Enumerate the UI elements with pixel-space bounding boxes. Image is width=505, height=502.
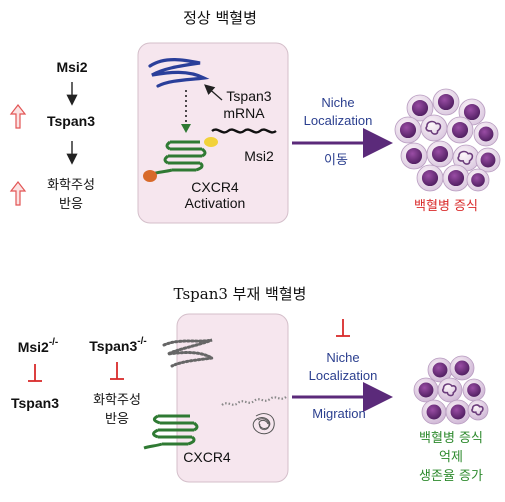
- bottom-migration-label: Migration: [312, 406, 365, 421]
- cell-nucleus: [463, 103, 481, 121]
- top-migration-label: 이동: [324, 153, 348, 168]
- cell-nucleus: [480, 152, 496, 168]
- tspan3-ko-name: Tspan3: [89, 338, 137, 354]
- cell-nucleus: [425, 120, 442, 135]
- leukemia-cell: [420, 114, 448, 142]
- cell-nucleus: [471, 404, 484, 416]
- top-niche-label: Niche: [321, 95, 354, 110]
- chemotaxis-line2: 반응: [59, 197, 83, 212]
- activation-label: Activation: [185, 195, 246, 211]
- cell-nucleus: [426, 404, 442, 420]
- top-panel-title: 정상 백혈병: [183, 9, 257, 27]
- translation-arrowhead: [181, 124, 191, 133]
- bottom-chemotaxis-line1: 화학주성: [93, 393, 141, 408]
- chemotaxis-up-arrow-icon: [9, 181, 27, 206]
- tspan3-up-arrow-icon: [9, 104, 27, 129]
- mrna-label-line1: Tspan3: [226, 88, 271, 104]
- cell-nucleus: [457, 150, 474, 165]
- bottom-cell-cluster: [413, 355, 489, 425]
- ligand-orange: [143, 170, 157, 182]
- tspan3-label: Tspan3: [47, 113, 95, 129]
- mrna-label-line2: mRNA: [223, 105, 265, 121]
- bottom-cxcr4-label: CXCR4: [183, 449, 231, 465]
- top-cell-cluster: [394, 88, 501, 192]
- cell-nucleus: [447, 169, 465, 187]
- mrna-to-squiggle-arrow: [204, 84, 223, 101]
- cell-nucleus: [478, 126, 494, 142]
- cxcr4-label: CXCR4: [191, 179, 239, 195]
- tspan3-ko-sup: -/-: [137, 336, 146, 347]
- tspan3-inhibition-icon: [110, 362, 124, 380]
- tspan3-ko-label: Tspan3-/-: [89, 336, 146, 354]
- cell-nucleus: [451, 121, 469, 139]
- cell-nucleus: [432, 362, 448, 378]
- msi2-inhibition-icon: [28, 364, 42, 382]
- cell-nucleus: [411, 99, 429, 117]
- msi2-label: Msi2: [56, 59, 87, 75]
- aggregated-protein-icon: [252, 413, 275, 435]
- cell-nucleus: [405, 147, 423, 165]
- msi2-ko-name: Msi2: [18, 339, 49, 355]
- msi2-ko-sup: -/-: [49, 337, 58, 348]
- cell-nucleus: [418, 382, 434, 398]
- chemotaxis-line1: 화학주성: [47, 178, 95, 193]
- bottom-cxcr4-receptor-coil: [152, 414, 199, 446]
- msi2-protein-squiggle: [211, 128, 277, 134]
- degraded-mrna-squiggle: [162, 338, 217, 368]
- msi2-ko-label: Msi2-/-: [18, 337, 59, 355]
- tspan3-mrna-squiggle: [148, 58, 210, 88]
- bottom-localization-label: Localization: [309, 368, 378, 383]
- cell-nucleus: [471, 173, 485, 187]
- top-cell-box: [137, 42, 289, 224]
- bottom-outcome-line2: 억제: [439, 450, 463, 465]
- cell-nucleus: [467, 383, 481, 397]
- msi2-cell-label: Msi2: [244, 148, 274, 164]
- cell-nucleus: [421, 169, 439, 187]
- bottom-panel-title: Tspan3 부재 백혈병: [174, 285, 307, 303]
- bottom-outcome-line3: 생존율 증가: [419, 469, 483, 484]
- bottom-niche-label: Niche: [326, 350, 359, 365]
- niche-inhibition-icon: [336, 319, 350, 337]
- cell-nucleus: [437, 93, 455, 111]
- cell-nucleus: [450, 404, 466, 420]
- tspan3-target-label: Tspan3: [11, 395, 59, 411]
- degraded-protein-squiggle: [221, 396, 287, 406]
- cell-nucleus: [454, 360, 470, 376]
- leukemia-cell: [437, 377, 463, 403]
- top-outcome-label: 백혈병 증식: [414, 199, 478, 214]
- bottom-chemotaxis-line2: 반응: [105, 412, 129, 427]
- leukemia-cell: [467, 399, 489, 421]
- ligand-yellow: [204, 137, 218, 147]
- cxcr4-receptor-coil: [163, 140, 207, 172]
- top-localization-label: Localization: [304, 113, 373, 128]
- cell-nucleus: [431, 145, 449, 163]
- cell-nucleus: [399, 121, 417, 139]
- bottom-cxcr4-tail: [143, 442, 163, 450]
- cell-nucleus: [442, 383, 457, 397]
- bottom-outcome-line1: 백혈병 증식: [419, 431, 483, 446]
